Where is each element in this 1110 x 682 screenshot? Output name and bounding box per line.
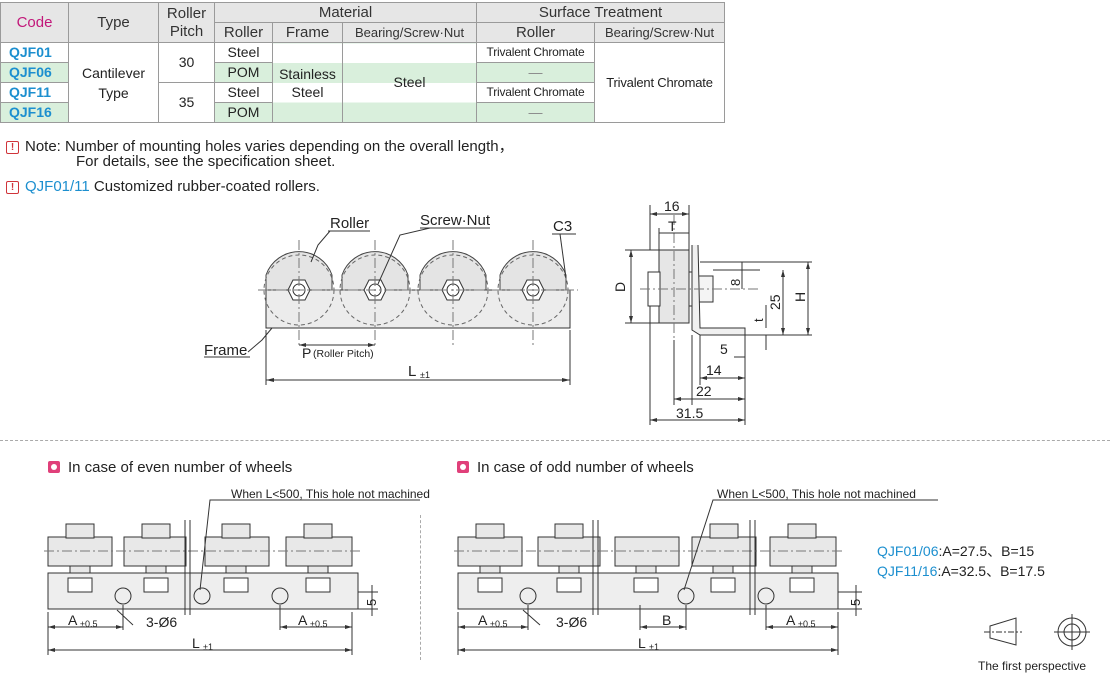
warning-icon: ! — [6, 141, 19, 154]
dim-8: 8 — [728, 279, 743, 286]
label-frame: Frame — [204, 342, 247, 359]
dim-d: D — [612, 282, 628, 292]
section-divider — [0, 440, 1110, 441]
side-view-diagram: 16 T D 8 25 H t 5 14 22 31.5 — [612, 198, 812, 425]
diagram-divider — [420, 515, 421, 660]
header-bearing: Bearing/Screw·Nut — [341, 22, 478, 43]
dim-25: 25 — [767, 294, 783, 310]
dim-l: L — [192, 635, 200, 651]
roller-surface-cell: — — [476, 62, 596, 83]
code-cell: QJF01 — [0, 42, 69, 63]
dim-a-tol: ±0.5 — [798, 619, 815, 629]
dim-h: H — [792, 292, 808, 302]
roller-surface-cell: Trivalent Chromate — [476, 42, 596, 63]
dim-16: 16 — [664, 198, 680, 214]
roller-material-cell: Steel — [214, 82, 273, 103]
dim-b: B — [662, 612, 671, 628]
header-surface-roller: Roller — [476, 22, 596, 43]
dim-t-lower: t — [751, 318, 766, 322]
dim-a: A — [786, 612, 796, 628]
header-code: Code — [0, 2, 69, 43]
code-cell: QJF06 — [0, 62, 69, 83]
dim-l-tol: ±1 — [649, 642, 659, 652]
note-1: !Note: Number of mounting holes varies d… — [6, 135, 514, 156]
odd-wheels-diagram: When L<500, This hole not machined A ±0.… — [454, 487, 938, 655]
dim-t-upper: T — [668, 218, 677, 234]
dim-5: 5 — [720, 341, 728, 357]
note-1-line-2: For details, see the specification sheet… — [76, 153, 336, 170]
label-pitch: P — [302, 345, 311, 361]
roller-surface-cell: — — [476, 102, 596, 123]
dim-31-5: 31.5 — [676, 405, 703, 421]
roller-material-cell: Steel — [214, 42, 273, 63]
header-material: Material — [213, 2, 478, 23]
label-length-tol: ±1 — [420, 370, 430, 380]
dim-14: 14 — [706, 362, 722, 378]
header-type: Type — [68, 2, 159, 43]
dim-holes: 3-Ø6 — [146, 614, 177, 630]
pitch-cell: 30 — [158, 42, 215, 83]
dim-l: L — [638, 635, 646, 651]
ab-value-qjf11-16: QJF11/16:A=32.5、B=17.5 — [877, 563, 1045, 579]
header-roller-pitch: Roller Pitch — [158, 2, 215, 43]
even-wheels-diagram: When L<500, This hole not machined A ±0.… — [44, 487, 430, 655]
bearing-surface-cell: Trivalent Chromate — [594, 42, 726, 123]
hole-note: When L<500, This hole not machined — [717, 487, 916, 501]
first-perspective-icon — [984, 614, 1090, 650]
dim-a: A — [478, 612, 488, 628]
circle-bullet-icon — [48, 461, 60, 473]
code-cell: QJF11 — [0, 82, 69, 103]
type-cell: Cantilever Type — [68, 42, 159, 123]
header-roller: Roller — [214, 22, 273, 43]
circle-bullet-icon — [457, 461, 469, 473]
ab-value-qjf01-06: QJF01/06:A=27.5、B=15 — [877, 543, 1035, 559]
dim-a: A — [298, 612, 308, 628]
label-roller: Roller — [330, 215, 369, 232]
perspective-label: The first perspective — [978, 659, 1087, 673]
hole-note: When L<500, This hole not machined — [231, 487, 430, 501]
even-section-title: In case of even number of wheels — [48, 459, 292, 476]
dim-5: 5 — [848, 599, 863, 606]
header-surface: Surface Treatment — [476, 2, 726, 23]
label-c3: C3 — [553, 218, 572, 235]
spec-table: Code Type Roller Pitch Material Surface … — [0, 2, 726, 123]
header-surface-bearing: Bearing/Screw·Nut — [594, 22, 726, 43]
dim-a: A — [68, 612, 78, 628]
label-length: L — [408, 363, 416, 380]
pitch-cell: 35 — [158, 82, 215, 123]
bearing-material-cell: Steel — [341, 42, 478, 123]
dim-l-tol: ±1 — [203, 642, 213, 652]
frame-material-cell: Stainless Steel — [272, 42, 343, 123]
dim-a-tol: ±0.5 — [80, 619, 97, 629]
front-view-diagram: Roller Screw·Nut C3 Frame P (Roller Pitc… — [204, 212, 578, 385]
roller-surface-cell: Trivalent Chromate — [476, 82, 596, 103]
dim-22: 22 — [696, 383, 712, 399]
code-cell: QJF16 — [0, 102, 69, 123]
dim-a-tol: ±0.5 — [490, 619, 507, 629]
dim-holes: 3-Ø6 — [556, 614, 587, 630]
label-screw-nut: Screw·Nut — [420, 212, 491, 229]
dim-5: 5 — [364, 599, 379, 606]
note-2: !QJF01/11 Customized rubber-coated rolle… — [6, 178, 320, 195]
label-pitch-note: (Roller Pitch) — [313, 348, 374, 360]
roller-material-cell: POM — [214, 62, 273, 83]
warning-icon: ! — [6, 181, 19, 194]
header-frame: Frame — [272, 22, 343, 43]
odd-section-title: In case of odd number of wheels — [457, 459, 694, 476]
dim-a-tol: ±0.5 — [310, 619, 327, 629]
roller-material-cell: POM — [214, 102, 273, 123]
